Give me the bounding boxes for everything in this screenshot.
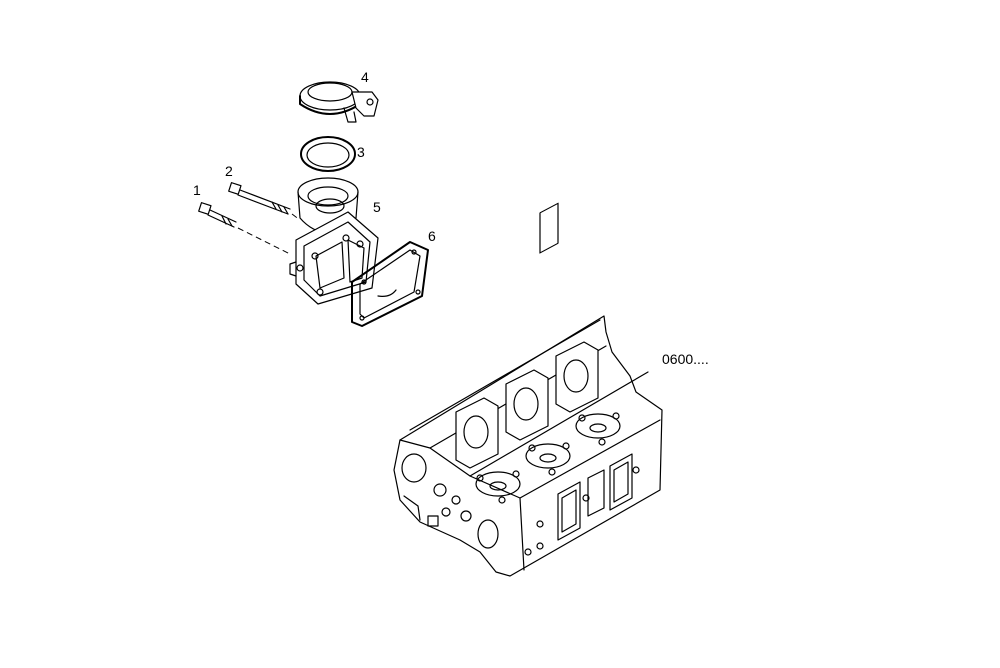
callout-2: 2	[225, 163, 233, 179]
callout-5: 5	[373, 199, 381, 215]
callout-3: 3	[357, 144, 365, 160]
part-5-intake-elbow	[289, 177, 379, 305]
cylinder-head-assembly	[393, 202, 663, 577]
part-3-o-ring	[300, 136, 356, 172]
part-1-bolt	[198, 202, 291, 255]
part-6-gasket	[351, 241, 429, 327]
reference-code: 0600....	[662, 351, 709, 367]
part-4-hose-clamp	[299, 81, 379, 123]
callout-4: 4	[361, 69, 369, 85]
callout-6: 6	[428, 228, 436, 244]
part-2-bolt	[228, 182, 301, 221]
callout-1: 1	[193, 182, 201, 198]
